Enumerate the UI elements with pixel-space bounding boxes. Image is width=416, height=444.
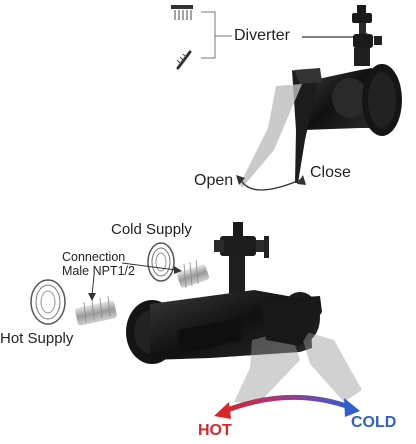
cold-label: COLD [351, 414, 396, 432]
connection-arrow-hot [88, 293, 96, 301]
close-label: Close [310, 164, 351, 182]
showerhead-icon [171, 5, 193, 20]
connection-label: Connection Male NPT1/2 [62, 250, 135, 278]
hot-connector [75, 296, 118, 326]
hot-label: HOT [198, 422, 232, 440]
hot-arrowhead [214, 402, 231, 419]
cold-supply-label: Cold Supply [111, 221, 192, 238]
connection-pointer-hot [92, 275, 94, 296]
cold-supply-ring [148, 243, 174, 281]
connection-label-line2: Male NPT1/2 [62, 264, 135, 278]
hot-supply-label: Hot Supply [0, 330, 73, 347]
bottom-faucet [126, 222, 362, 404]
hot-supply-ring [31, 280, 65, 324]
cold-connector [176, 260, 209, 288]
hand-shower-icon [177, 52, 190, 68]
connection-label-line1: Connection [62, 250, 135, 264]
open-label: Open [194, 172, 233, 190]
open-close-arc [241, 180, 300, 190]
diverter-label: Diverter [234, 27, 290, 45]
diverter-bracket [201, 12, 215, 58]
